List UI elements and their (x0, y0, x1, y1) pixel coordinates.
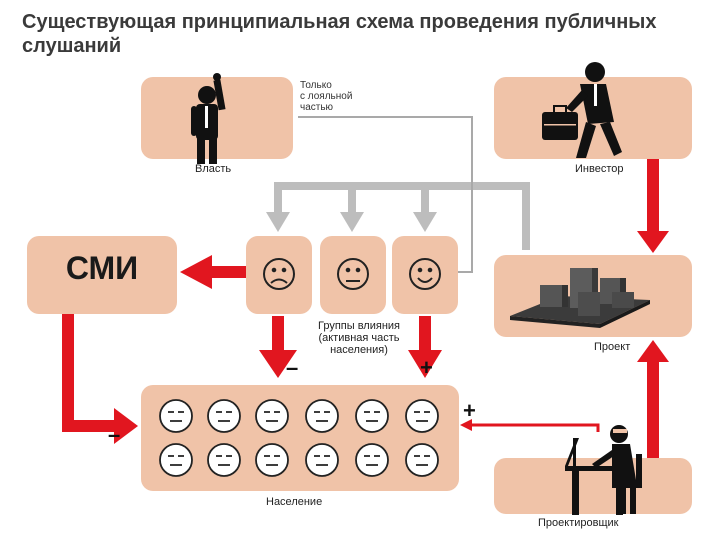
group-positive-box (392, 236, 458, 314)
population-face-icon (405, 399, 439, 433)
sad-face-icon (263, 258, 295, 290)
note-line-1: Только (300, 80, 332, 91)
population-faces (159, 399, 439, 477)
minus-sign-smi: – (108, 422, 121, 447)
project-model-icon (510, 268, 650, 328)
population-face-icon (305, 443, 339, 477)
population-face-icon (207, 399, 241, 433)
population-face-icon (159, 399, 193, 433)
minus-sign-groups: – (286, 355, 299, 380)
groups-label-line-2: (активная часть (318, 332, 400, 344)
population-face-icon (355, 399, 389, 433)
group-negative-box (246, 236, 312, 314)
designer-at-desk-icon (565, 425, 642, 515)
investor-with-briefcase-icon (542, 62, 622, 158)
population-face-icon (305, 399, 339, 433)
population-label: Население (266, 496, 323, 508)
population-face-icon (159, 443, 193, 477)
red-arrows (62, 159, 669, 458)
population-face-icon (355, 443, 389, 477)
plus-sign-groups: + (420, 355, 433, 380)
smi-label: СМИ (65, 250, 139, 286)
plus-sign-designer: + (463, 398, 476, 423)
page-title: Существующая принципиальная схема провед… (22, 11, 657, 57)
investor-label: Инвестор (575, 163, 624, 175)
population-face-icon (207, 443, 241, 477)
loyal-only-note: Только с лояльной частью (300, 80, 352, 113)
loyal-only-line (298, 116, 473, 273)
official-raising-hand-icon (191, 73, 226, 164)
gray-arrowheads (266, 212, 437, 232)
designer-to-population-arrow (460, 419, 600, 432)
gray-connectors (274, 182, 530, 250)
group-neutral-box (320, 236, 386, 314)
population-box (141, 385, 459, 491)
neutral-face-icon (337, 258, 369, 290)
project-label: Проект (594, 341, 631, 353)
groups-label-line-3: населения) (330, 344, 388, 356)
note-line-3: частью (300, 102, 334, 113)
vlast-label: Власть (195, 163, 232, 175)
groups-label: Группы влияния (активная часть населения… (300, 320, 418, 356)
population-face-icon (255, 399, 289, 433)
note-line-2: с лояльной (300, 91, 353, 102)
designer-label: Проектировщик (538, 517, 619, 529)
smi-box (27, 236, 177, 314)
happy-face-icon (409, 258, 441, 290)
population-face-icon (255, 443, 289, 477)
groups-label-line-1: Группы влияния (318, 320, 400, 332)
population-face-icon (405, 443, 439, 477)
